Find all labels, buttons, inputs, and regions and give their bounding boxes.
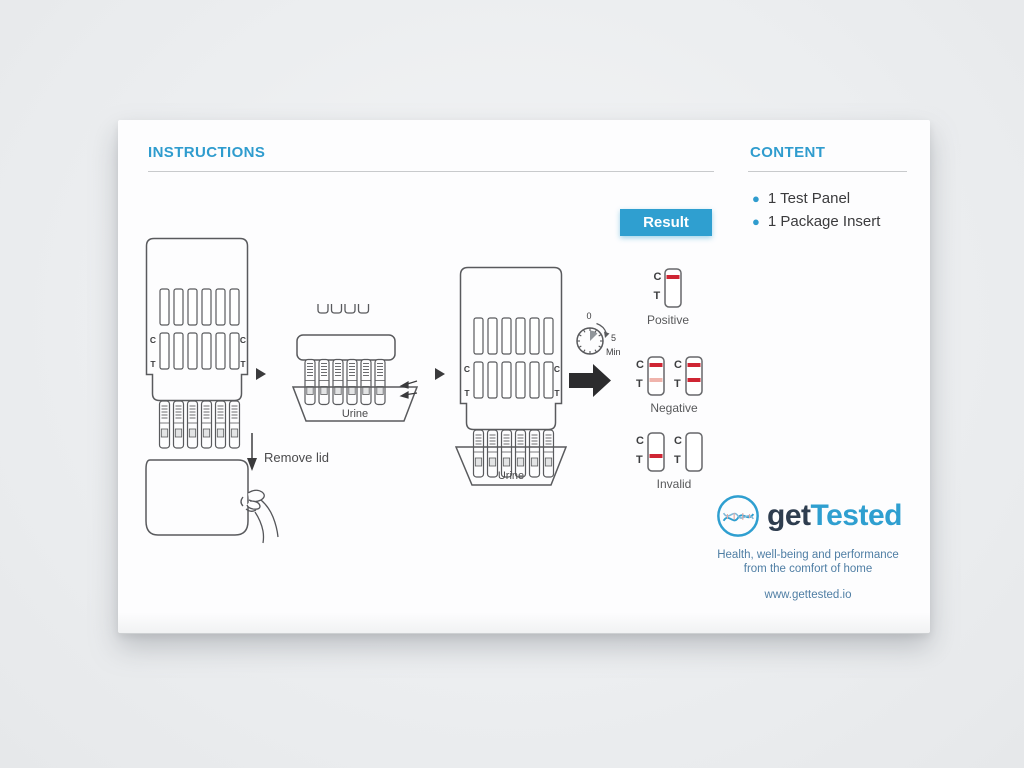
instruction-card: INSTRUCTIONS CONTENT ●1 Test Panel ●1 Pa…: [118, 120, 930, 633]
test-strip-icon: [685, 432, 703, 472]
svg-text:0: 0: [586, 311, 591, 321]
result-strip-unit: C T: [636, 356, 665, 396]
tagline-line2: from the comfort of home: [743, 563, 873, 576]
svg-text:T: T: [150, 359, 156, 369]
strip-pair: C T C T: [636, 356, 712, 396]
result-caption: Invalid: [656, 477, 692, 491]
lid-outline: [145, 459, 249, 536]
brand-tagline: Health, well-being and performance from …: [676, 548, 940, 602]
test-strip-icon: [664, 268, 683, 308]
test-panel-illustration: C T C T: [145, 237, 249, 449]
urine-cup-outline: [291, 386, 419, 422]
content-divider: [748, 171, 907, 172]
result-strip-unit: C T: [674, 432, 703, 472]
ct-labels: C T: [653, 271, 662, 302]
svg-text:5: 5: [611, 333, 616, 343]
remove-lid-label: Remove lid: [264, 450, 330, 465]
result-negative: C T C T: [636, 356, 712, 415]
instructions-title: INSTRUCTIONS: [148, 144, 266, 161]
tagline-line1: Health, well-being and performance: [717, 549, 899, 561]
arrow-down-icon: [247, 433, 257, 471]
svg-text:T: T: [554, 388, 560, 398]
ct-labels: C T: [636, 359, 644, 390]
content-list: ●1 Test Panel ●1 Package Insert: [752, 190, 880, 236]
content-title: CONTENT: [750, 144, 826, 161]
svg-text:C: C: [464, 364, 470, 374]
urine-cup-outline: [455, 446, 567, 486]
result-invalid: C T C T: [636, 432, 712, 491]
svg-text:C: C: [554, 364, 560, 374]
bullet-icon: ●: [752, 191, 760, 206]
content-item: ●1 Test Panel: [752, 190, 851, 207]
panel-in-urine-illustration: C T C T Urine: [455, 266, 567, 486]
test-strip-icon: [647, 356, 665, 396]
bullet-icon: ●: [752, 214, 760, 229]
result-positive: C T Positive: [639, 268, 697, 327]
hand-icon: [240, 489, 279, 544]
test-strip-icon: [647, 432, 665, 472]
urine-label: Urine: [342, 408, 368, 420]
result-heading-badge: Result: [620, 209, 712, 236]
result-strip-unit: C T: [636, 432, 665, 472]
svg-text:Min: Min: [606, 347, 621, 357]
brand-wordmark: getTested: [767, 499, 902, 532]
instructions-divider: [148, 171, 714, 172]
arrow-right-icon: [256, 368, 266, 380]
timer-icon: 0 5 Min: [576, 311, 621, 357]
dna-logo-icon: [717, 495, 759, 537]
fill-level-arrows-icon: [399, 380, 418, 399]
arrow-right-icon: [435, 368, 445, 380]
result-strip-unit: C T: [639, 268, 697, 308]
ct-labels: C T: [636, 435, 644, 466]
ct-labels: C T: [673, 359, 682, 390]
svg-text:C: C: [150, 335, 156, 345]
svg-text:C: C: [240, 335, 246, 345]
big-arrow-right-icon: [569, 364, 611, 397]
svg-text:T: T: [464, 388, 470, 398]
test-strip-icon: [685, 356, 703, 396]
result-caption: Negative: [650, 401, 698, 415]
ct-labels: C T: [673, 435, 682, 466]
website-url: www.gettested.io: [764, 588, 852, 601]
dip-in-urine-illustration: Urine: [291, 304, 419, 422]
strip-pair: C T C T: [636, 432, 712, 472]
result-strip-unit: C T: [674, 356, 703, 396]
content-item: ●1 Package Insert: [752, 213, 881, 230]
urine-label: Urine: [498, 470, 524, 482]
result-caption: Positive: [646, 313, 690, 327]
svg-text:T: T: [240, 359, 246, 369]
lid-hand-illustration: [145, 459, 279, 544]
brand-logo: getTested: [715, 493, 902, 539]
